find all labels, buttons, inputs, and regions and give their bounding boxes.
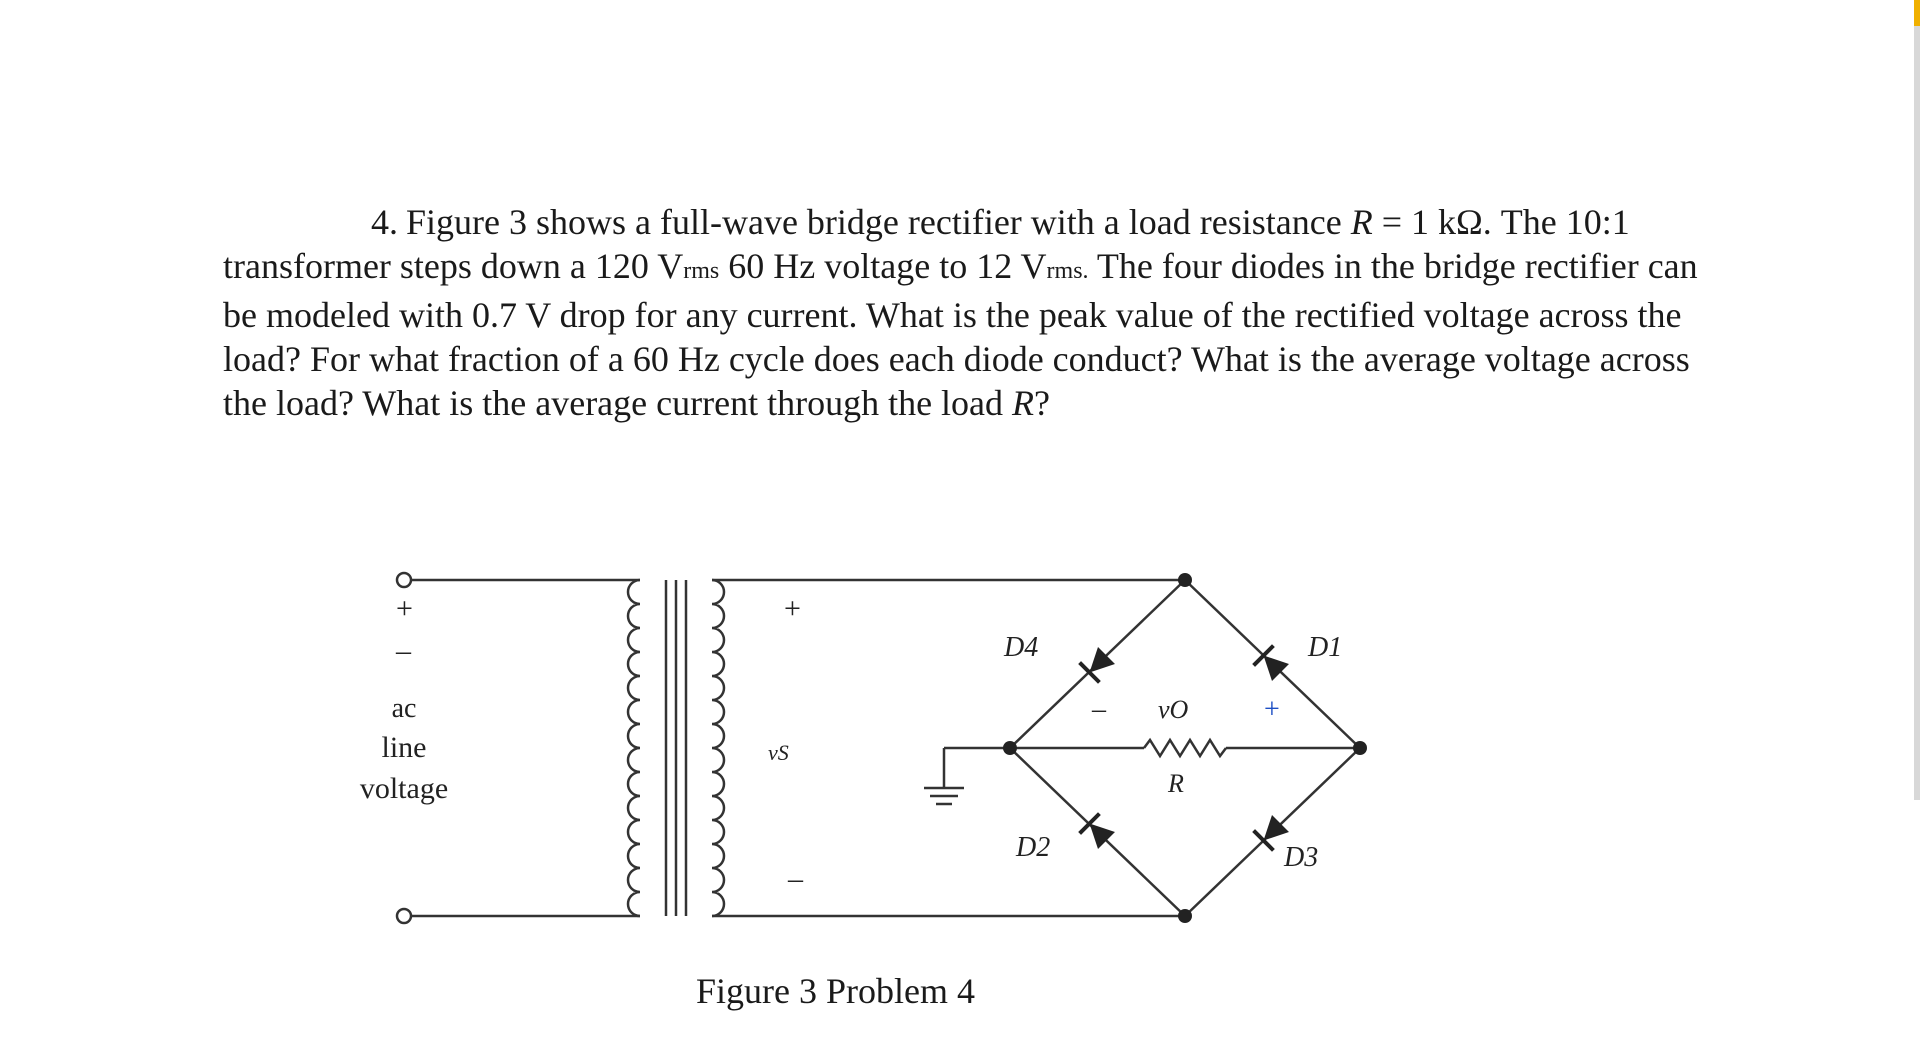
problem-text: 4.Figure 3 shows a full-wave bridge rect… [223, 200, 1703, 425]
scrollbar[interactable] [1914, 0, 1920, 800]
node-top [1178, 573, 1192, 587]
input-terminal-bottom [395, 907, 413, 925]
diode-label-d4: D4 [1003, 632, 1038, 663]
output-plus-label: + [1264, 694, 1280, 725]
junction-dots [1003, 573, 1367, 923]
problem-paragraph: 4.Figure 3 shows a full-wave bridge rect… [223, 200, 1703, 425]
output-minus-label: – [1091, 694, 1107, 725]
node-bottom [1178, 909, 1192, 923]
diode-label-d1: D1 [1307, 632, 1342, 663]
sentence-end: ? [1034, 383, 1051, 423]
secondary-coil [711, 578, 726, 918]
output-voltage-label: vO [1158, 695, 1189, 724]
figure-caption: Figure 3 Problem 4 [696, 971, 975, 1011]
input-label-ac: ac [392, 693, 417, 724]
input-terminal-top [395, 571, 413, 589]
resistance-symbol: R [1350, 202, 1373, 242]
node-left [1003, 741, 1017, 755]
input-label-voltage: voltage [360, 772, 448, 805]
rms-subscript-2: rms. [1046, 258, 1089, 284]
sentence-start: Figure 3 shows a full-wave bridge rectif… [406, 202, 1351, 242]
rms-subscript-1: rms [683, 258, 720, 284]
problem-number: 4. [371, 202, 398, 242]
secondary-plus-label: + [784, 592, 801, 625]
sentence-rest: The four diodes in the bridge rectifier … [223, 246, 1698, 423]
node-right [1353, 741, 1367, 755]
secondary-minus-label: – [787, 862, 804, 895]
sentence-mid: 60 Hz voltage to 12 V [719, 246, 1047, 286]
resistance-symbol-end: R [1012, 383, 1035, 423]
resistor-label: R [1167, 769, 1184, 798]
secondary-voltage-label: vS [768, 740, 789, 765]
circuit-wires [395, 571, 1361, 925]
primary-coil [626, 578, 641, 918]
load-resistor [1143, 737, 1227, 759]
diode-label-d3: D3 [1283, 842, 1318, 873]
scrollbar-thumb[interactable] [1914, 0, 1920, 26]
input-plus-label: + [396, 592, 413, 625]
input-minus-label: – [395, 634, 412, 667]
diode-label-d2: D2 [1015, 832, 1050, 863]
input-label-line: line [382, 731, 427, 764]
sentence-eq: = 1 kΩ. The 10:1 transformer steps down … [223, 202, 1630, 286]
